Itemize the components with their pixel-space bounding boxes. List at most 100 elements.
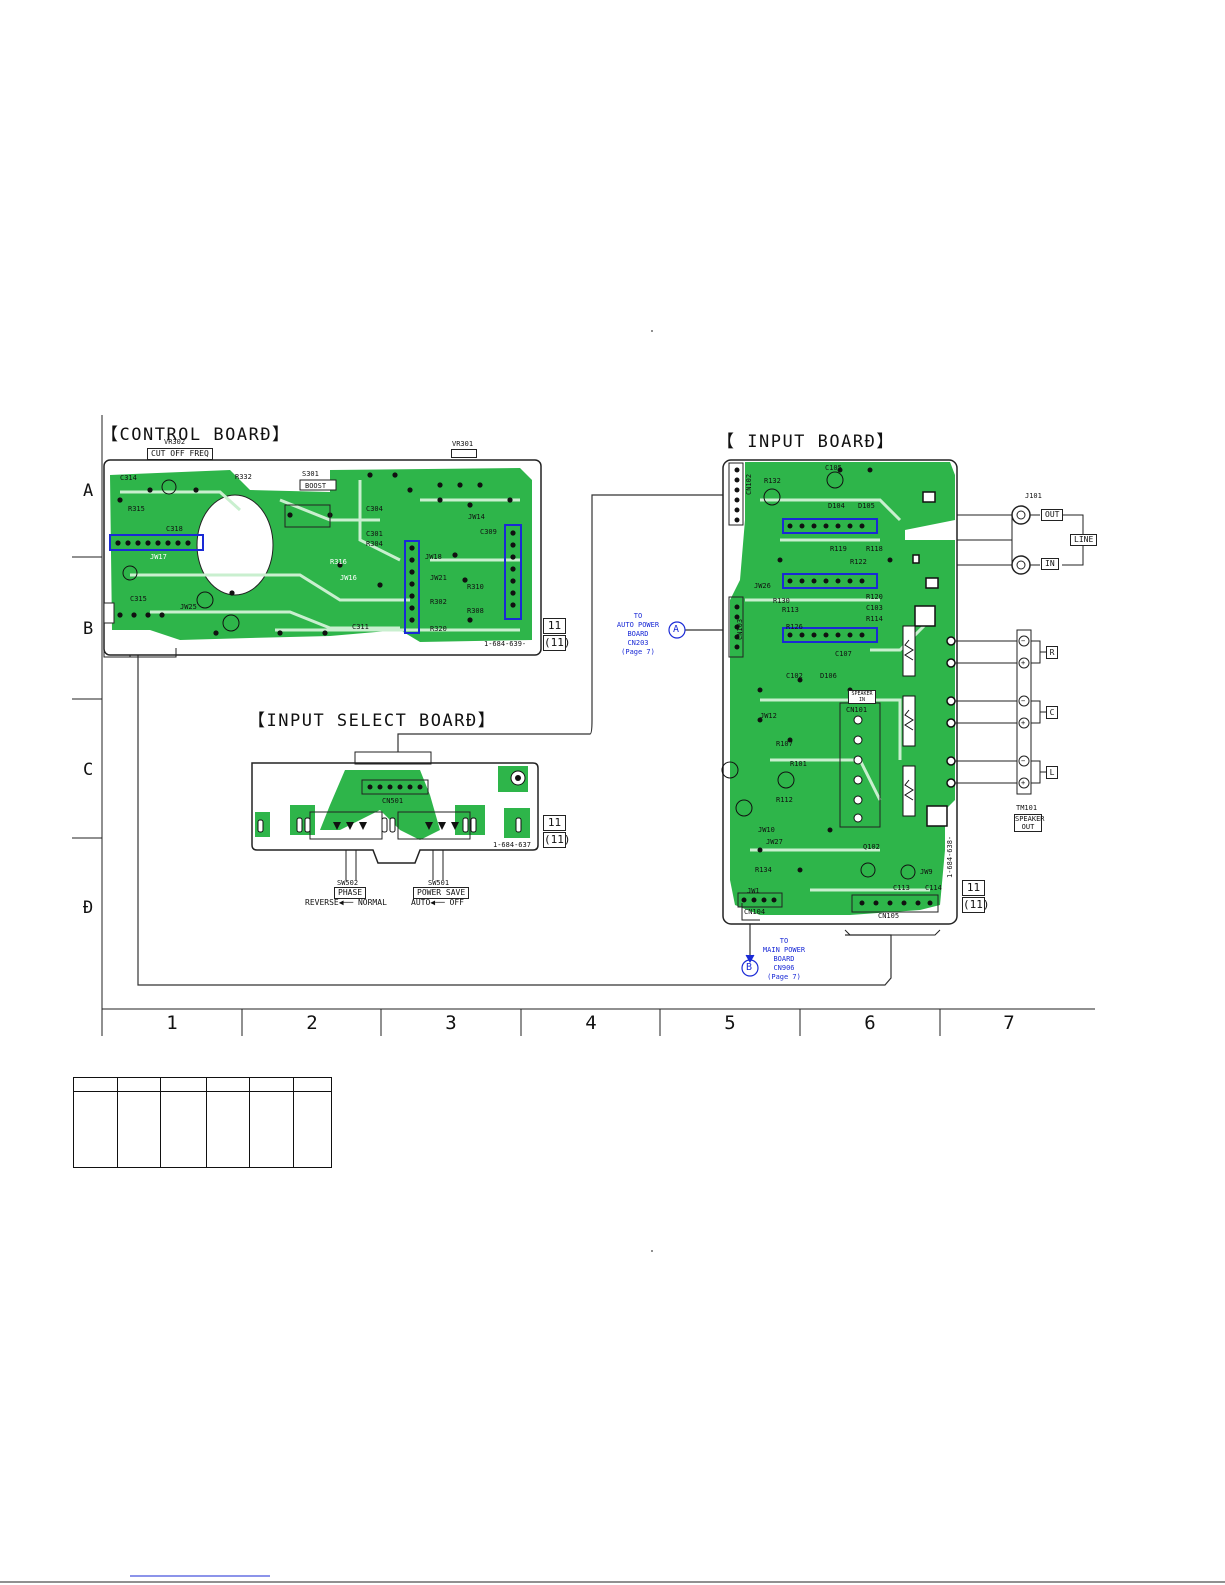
- speaker-out-label: SPEAKER OUT: [1014, 814, 1045, 832]
- part-label: R101: [790, 760, 807, 768]
- s301-label: S301: [302, 470, 319, 478]
- part-label: R118: [866, 545, 883, 553]
- note-line: (Page 7): [621, 648, 655, 656]
- part-label: Q102: [863, 843, 880, 851]
- sw502-label: SW502: [337, 879, 359, 887]
- terminal-minus-sign: −: [1021, 637, 1026, 645]
- legend-cell: [206, 1091, 250, 1168]
- part-label: R302: [430, 598, 447, 606]
- part-label: JW12: [760, 712, 777, 720]
- power-save-switch-label[interactable]: POWER SAVE: [413, 887, 470, 899]
- boost-label: BOOST: [305, 482, 327, 490]
- input-select-ref-page: 11: [543, 815, 566, 831]
- terminal-plus-sign: +: [1021, 779, 1026, 787]
- part-label: C102: [786, 672, 803, 680]
- part-label: JW18: [425, 553, 442, 561]
- connection-markers: [668, 621, 759, 977]
- control-board-title: 【CONTROL BOARĐ】: [101, 425, 291, 445]
- input-board-pcb: [721, 459, 958, 936]
- speaker-terminal: [955, 629, 1046, 795]
- part-label: C301: [366, 530, 383, 538]
- part-label: R119: [830, 545, 847, 553]
- note-line: MAIN POWER: [762, 946, 806, 954]
- vr302-label: VR302: [164, 438, 186, 446]
- part-label: C314: [120, 474, 137, 482]
- part-label: JW14: [468, 513, 485, 521]
- line-label: LINE: [1070, 534, 1098, 546]
- grid-col-4: 4: [585, 1012, 597, 1034]
- part-label: R130: [773, 597, 790, 605]
- part-label: D105: [858, 502, 875, 510]
- auto-power-connection-note: TO AUTO POWER BOARD CN203 (Page 7): [608, 612, 668, 657]
- part-label: R320: [430, 625, 447, 633]
- input-board-title: 【 INPUT BOARĐ】: [717, 432, 895, 452]
- input-select-ref-page-paren: (11): [543, 832, 571, 848]
- cn101-label: CN101: [846, 706, 868, 714]
- note-line: AUTO POWER: [616, 621, 660, 629]
- grid-col-5: 5: [724, 1012, 736, 1034]
- part-label: R126: [786, 623, 803, 631]
- legend-cell: [293, 1077, 332, 1092]
- legend-cell: [249, 1091, 294, 1168]
- connection-marker-b: B: [746, 962, 753, 973]
- main-power-connection-note: TO MAIN POWER BOARD CN906 (Page 7): [754, 937, 814, 982]
- connection-marker-a: A: [673, 624, 680, 635]
- phase-switch-positions: REVERSE◀── NORMAL: [305, 898, 387, 907]
- part-label: JW9: [920, 868, 933, 876]
- cn102-label: CN102: [745, 473, 753, 495]
- vr301-box: [451, 449, 477, 458]
- terminal-r: R: [1046, 646, 1058, 659]
- part-label: C318: [166, 525, 183, 533]
- tm101-label: TM101: [1016, 804, 1038, 812]
- part-label: R132: [764, 477, 781, 485]
- part-label: JW26: [754, 582, 771, 590]
- legend-cell: [73, 1091, 118, 1168]
- part-label: R114: [866, 615, 883, 623]
- part-label: C311: [352, 623, 369, 631]
- cn103-label: CN103: [736, 618, 744, 640]
- part-label: R113: [782, 606, 799, 614]
- part-label: R316: [330, 558, 347, 566]
- input-select-board-pcb: [251, 751, 539, 880]
- control-ref-page: 11: [543, 618, 566, 634]
- speaker-in-label: SPEAKER IN: [848, 690, 876, 704]
- part-label: C105: [825, 464, 842, 472]
- part-label: C107: [835, 650, 852, 658]
- part-label: R107: [776, 740, 793, 748]
- legend-cell: [160, 1091, 207, 1168]
- input-select-board-title: 【INPUT SELECT BOARĐ】: [248, 711, 497, 731]
- part-label: C309: [480, 528, 497, 536]
- part-label: JW25: [180, 603, 197, 611]
- note-line: TO: [633, 612, 643, 620]
- legend-cell: [117, 1077, 161, 1092]
- part-label: R308: [467, 607, 484, 615]
- legend-cell: [117, 1091, 161, 1168]
- legend-cell: [206, 1077, 250, 1092]
- terminal-plus-sign: +: [1021, 719, 1026, 727]
- note-line: BOARD: [773, 955, 795, 963]
- grid-row-a: A: [83, 481, 94, 501]
- power-save-switch-positions: AUTO◀── OFF: [411, 898, 464, 907]
- terminal-plus-sign: +: [1021, 659, 1026, 667]
- part-label: C114: [925, 884, 942, 892]
- legend-cell: [249, 1077, 294, 1092]
- grid-col-7: 7: [1003, 1012, 1015, 1034]
- part-label: R310: [467, 583, 484, 591]
- part-label: JW21: [430, 574, 447, 582]
- terminal-minus-sign: −: [1021, 757, 1026, 765]
- part-label: JW1: [747, 887, 760, 895]
- part-label: JW16: [340, 574, 357, 582]
- control-board-pcb: [103, 459, 542, 656]
- part-label: R120: [866, 593, 883, 601]
- part-label: C304: [366, 505, 383, 513]
- terminal-minus-sign: −: [1021, 697, 1026, 705]
- legend-cell: [160, 1077, 207, 1092]
- cn104-label: CN104: [744, 908, 766, 916]
- cn105-label: CN105: [878, 912, 900, 920]
- note-line: (Page 7): [767, 973, 801, 981]
- phase-switch-label[interactable]: PHASE: [334, 887, 367, 899]
- legend-cell: [293, 1091, 332, 1168]
- cutoff-freq-label: CUT OFF FREQ: [147, 448, 213, 460]
- note-line: TO: [779, 937, 789, 945]
